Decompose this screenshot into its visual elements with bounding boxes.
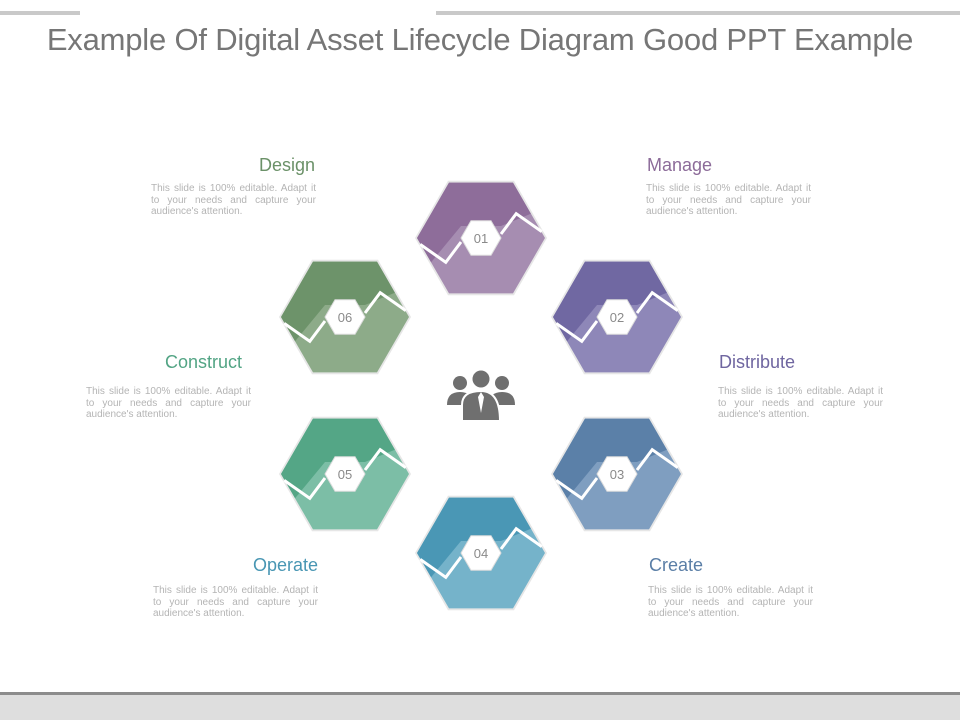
slide-title: Example Of Digital Asset Lifecycle Diagr… xyxy=(46,22,914,57)
top-left-accent-bar xyxy=(0,11,80,15)
step-number-distribute: 02 xyxy=(610,310,624,325)
step-label-design: Design xyxy=(258,155,315,175)
step-number-manage: 01 xyxy=(474,231,488,246)
step-number-construct: 05 xyxy=(338,467,352,482)
step-label-construct: Construct xyxy=(164,352,242,372)
hexagon-step-construct: 05 xyxy=(279,416,411,532)
step-label-manage: Manage xyxy=(647,155,713,175)
step-description-construct: This slide is 100% editable. Adapt it to… xyxy=(86,386,251,420)
step-number-operate: 04 xyxy=(474,546,488,561)
step-description-design: This slide is 100% editable. Adapt it to… xyxy=(151,183,316,217)
footer-divider xyxy=(0,692,960,695)
hexagon-step-create: 03 xyxy=(551,416,683,532)
step-number-create: 03 xyxy=(610,467,624,482)
step-label-operate: Operate xyxy=(252,555,318,575)
step-description-manage: This slide is 100% editable. Adapt it to… xyxy=(646,183,811,217)
top-right-accent-bar xyxy=(436,11,960,15)
step-description-distribute: This slide is 100% editable. Adapt it to… xyxy=(718,386,883,420)
step-description-create: This slide is 100% editable. Adapt it to… xyxy=(648,585,813,619)
step-label-distribute: Distribute xyxy=(719,352,796,372)
hexagon-step-design: 06 xyxy=(279,259,411,375)
hexagon-step-manage: 01 xyxy=(415,180,547,296)
step-label-create: Create xyxy=(649,555,704,575)
hexagon-step-distribute: 02 xyxy=(551,259,683,375)
hexagon-step-operate: 04 xyxy=(415,495,547,611)
step-description-operate: This slide is 100% editable. Adapt it to… xyxy=(153,585,318,619)
footer-bar xyxy=(0,695,960,720)
step-number-design: 06 xyxy=(338,310,352,325)
team-icon xyxy=(447,368,515,422)
